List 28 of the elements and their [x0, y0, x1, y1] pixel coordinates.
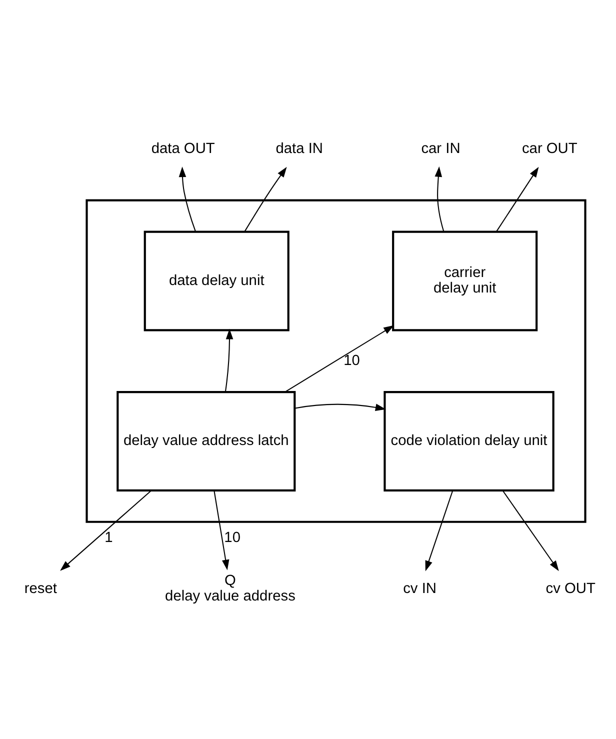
node-text: cv OUT — [546, 580, 596, 597]
arrow — [178, 166, 196, 232]
arrow — [294, 404, 386, 412]
arrow — [425, 490, 454, 572]
edge-label: 1 — [104, 530, 113, 546]
arrow — [244, 166, 287, 232]
node-text: car OUT — [522, 140, 578, 157]
arrow — [224, 328, 234, 392]
cluster — [86, 199, 586, 523]
node-text: Q — [224, 572, 236, 589]
arrow — [284, 325, 394, 392]
arrow — [214, 490, 230, 570]
edge-label: 10 — [224, 530, 240, 546]
node-text: data IN — [276, 140, 323, 157]
node-text: reset — [24, 580, 57, 597]
node-box: carrier delay unit — [392, 230, 538, 332]
node-label: delay value address — [165, 588, 296, 605]
arrow — [496, 166, 539, 232]
node-box: code violation delay unit — [384, 390, 554, 492]
edge-label: 10 — [344, 352, 360, 369]
arrow — [502, 490, 559, 572]
arrow — [60, 490, 152, 571]
node-text: data OUT — [151, 140, 215, 157]
node-text: car IN — [421, 140, 460, 157]
node-text: cv IN — [403, 580, 436, 597]
node-box: data delay unit — [144, 230, 290, 332]
arrow — [434, 166, 444, 232]
node-box: delay value address latch — [116, 390, 296, 492]
